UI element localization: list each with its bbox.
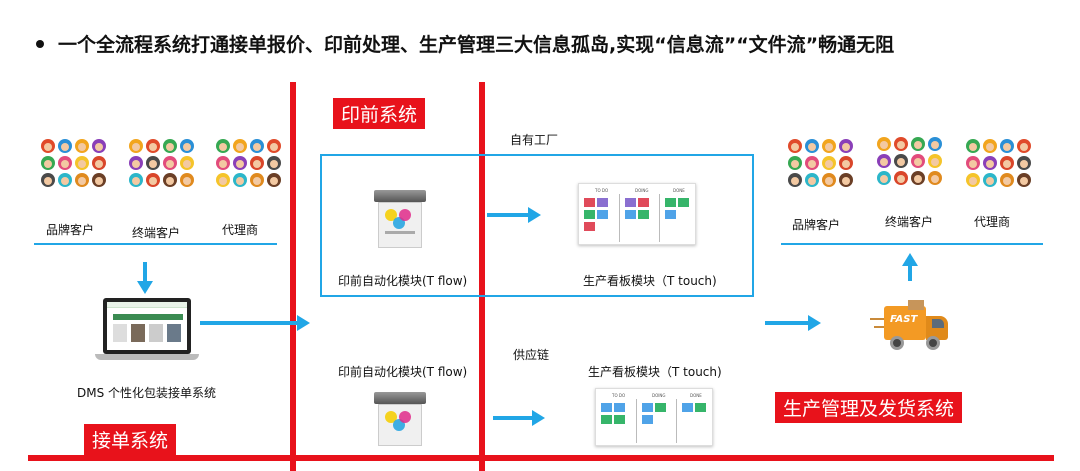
dms-label: DMS 个性化包装接单系统 <box>77 386 217 400</box>
headline: 一个全流程系统打通接单报价、印前处理、生产管理三大信息孤岛,实现“信息流”“文件… <box>36 30 894 57</box>
end-customers-icon <box>129 139 194 187</box>
arrow-right-icon <box>200 315 310 331</box>
kanban-board-icon: TO DO DOING DONE <box>578 183 696 245</box>
dms-laptop-icon <box>95 298 199 364</box>
kanban-board-icon: TO DO DOING DONE <box>595 388 713 446</box>
printer-icon <box>374 392 426 450</box>
truck-fast-text: FAST <box>890 314 918 325</box>
production-shipping-label: 生产管理及发货系统 <box>775 392 963 423</box>
kanban-header-doing: DOING <box>652 393 666 398</box>
divider-left <box>290 82 296 471</box>
brand-customers-icon <box>788 139 853 187</box>
arrow-up-icon <box>902 253 918 281</box>
right-brand-customer-label: 品牌客户 <box>792 218 841 232</box>
kanban-header-todo: TO DO <box>612 393 626 398</box>
kanban-header-done: DONE <box>673 188 685 193</box>
kanban-header-todo: TO DO <box>595 188 609 193</box>
divider-right <box>479 82 485 471</box>
brand-customers-icon <box>41 139 106 187</box>
prepress-automation-label-1: 印前自动化模块(T flow) <box>338 274 468 288</box>
printer-icon <box>374 190 426 248</box>
kanban-header-doing: DOING <box>635 188 649 193</box>
agents-icon <box>216 139 281 187</box>
kanban-label-2: 生产看板模块（T touch) <box>588 365 722 379</box>
kanban-header-done: DONE <box>690 393 702 398</box>
bullet-icon <box>36 39 44 48</box>
arrow-right-icon <box>487 207 541 223</box>
own-factory-label: 自有工厂 <box>510 133 559 147</box>
arrow-down-icon <box>137 262 153 294</box>
headline-text: 一个全流程系统打通接单报价、印前处理、生产管理三大信息孤岛,实现“信息流”“文件… <box>58 34 895 56</box>
right-end-customer-label: 终端客户 <box>885 215 934 229</box>
prepress-system-label: 印前系统 <box>333 98 426 129</box>
left-end-customer-label: 终端客户 <box>132 226 181 240</box>
own-factory-box <box>320 154 754 297</box>
right-customers-underline <box>781 243 1043 245</box>
arrow-right-icon <box>765 315 821 331</box>
arrow-right-icon <box>493 410 545 426</box>
agents-icon <box>966 139 1031 187</box>
delivery-truck-icon: FAST <box>868 300 952 354</box>
supply-chain-label: 供应链 <box>513 348 550 362</box>
order-system-label: 接单系统 <box>84 424 177 455</box>
kanban-label-1: 生产看板模块（T touch) <box>583 274 717 288</box>
left-brand-customer-label: 品牌客户 <box>46 223 95 237</box>
left-customers-underline <box>34 243 277 245</box>
prepress-automation-label-2: 印前自动化模块(T flow) <box>338 365 468 379</box>
right-agent-label: 代理商 <box>974 215 1011 229</box>
baseline-bar <box>28 455 1054 461</box>
left-agent-label: 代理商 <box>222 223 259 237</box>
end-customers-icon <box>877 137 942 185</box>
